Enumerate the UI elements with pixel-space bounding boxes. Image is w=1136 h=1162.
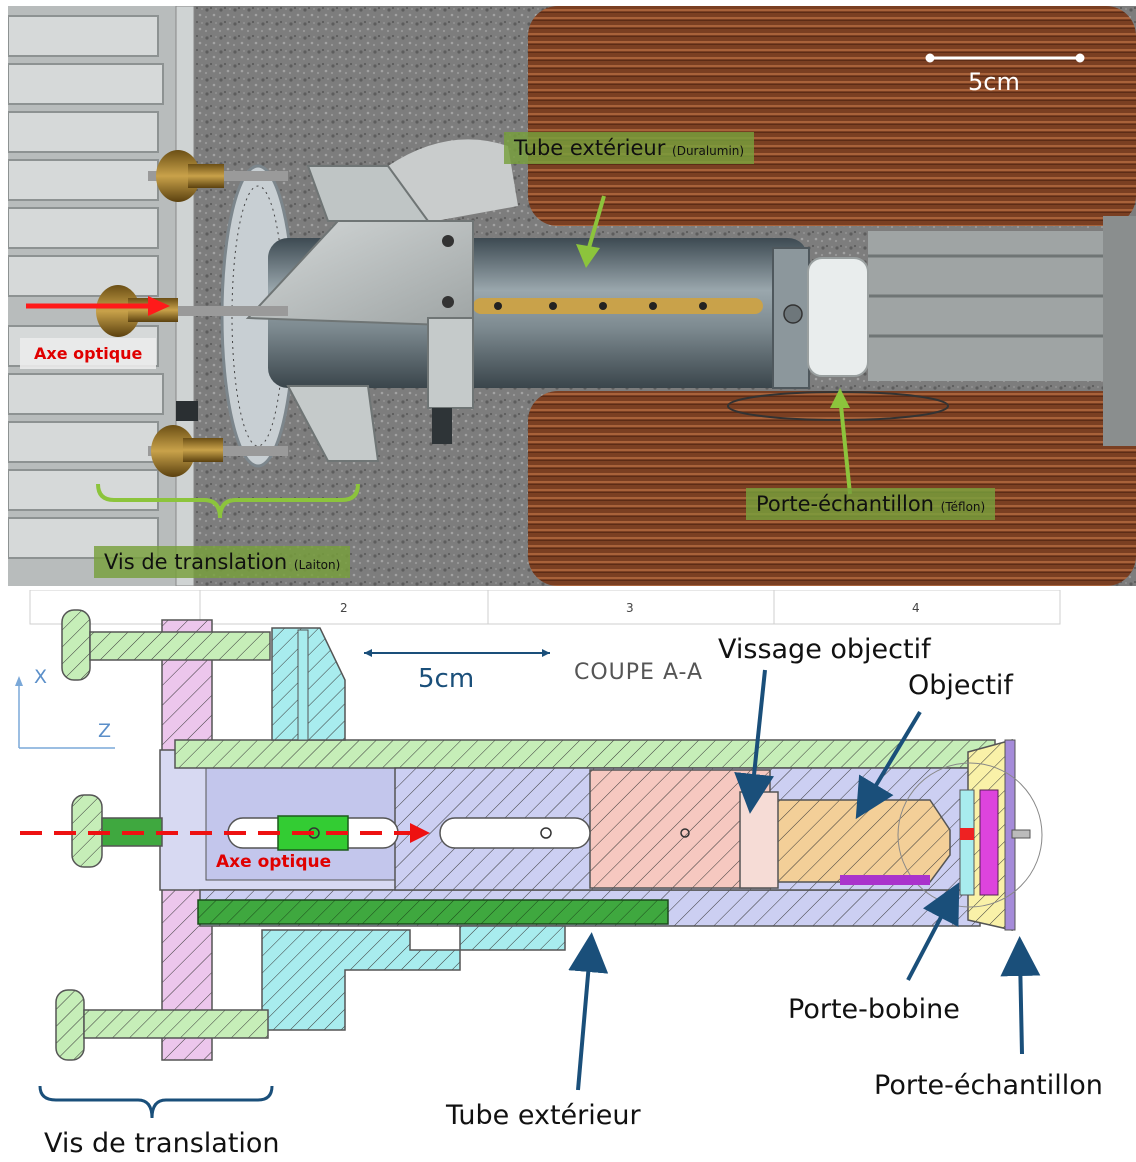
drawing-optical-axis <box>20 823 430 843</box>
cad-illustration <box>15 589 1061 1119</box>
label-porte-bobine: Porte-bobine <box>788 994 960 1025</box>
photo-label-tube-exterieur-text: Tube extérieur <box>514 136 666 160</box>
photo-scale-label: 5cm <box>968 68 1020 96</box>
photo-scale-bar <box>925 53 1085 63</box>
drawing-scale-bar <box>364 649 550 657</box>
section-title: COUPE A-A <box>574 660 704 685</box>
drawing-scale-label: 5cm <box>418 664 475 694</box>
photo-label-vis-translation-material: (Laiton) <box>293 558 341 572</box>
axis-z-label: Z <box>98 720 112 742</box>
axis-x-label: X <box>34 666 48 688</box>
label-vissage-objectif: Vissage objectif <box>718 634 931 665</box>
cross-section-drawing: 2 3 4 COUPE A-A 5cm X Z Vissage objectif… <box>0 589 1136 1162</box>
photo-label-porte-echantillon-material: (Téflon) <box>940 500 986 514</box>
apparatus-photo: 5cm Tube extérieur (Duralumin) Axe optiq… <box>8 6 1136 586</box>
photo-label-vis-translation: Vis de translation (Laiton) <box>94 546 351 578</box>
label-objectif: Objectif <box>908 670 1013 701</box>
photo-label-porte-echantillon-text: Porte-échantillon <box>756 492 934 516</box>
photo-label-tube-exterieur-material: (Duralumin) <box>672 144 745 158</box>
xz-axis-indicator <box>15 676 115 749</box>
photo-label-tube-exterieur: Tube extérieur (Duralumin) <box>504 132 755 164</box>
photo-optical-axis-arrow <box>26 296 170 316</box>
photo-illustration <box>8 6 1136 586</box>
ruler-number-4: 4 <box>912 601 920 615</box>
ruler-number-3: 3 <box>626 601 634 615</box>
label-axe-optique: Axe optique <box>216 852 332 872</box>
photo-label-axe-optique: Axe optique <box>20 338 157 369</box>
ruler-number-2: 2 <box>340 601 348 615</box>
label-vis-translation: Vis de translation <box>44 1128 280 1159</box>
photo-label-porte-echantillon: Porte-échantillon (Téflon) <box>746 488 996 520</box>
photo-label-vis-translation-text: Vis de translation <box>104 550 288 574</box>
label-porte-echantillon: Porte-échantillon <box>874 1070 1103 1101</box>
label-tube-exterieur: Tube extérieur <box>446 1100 641 1131</box>
